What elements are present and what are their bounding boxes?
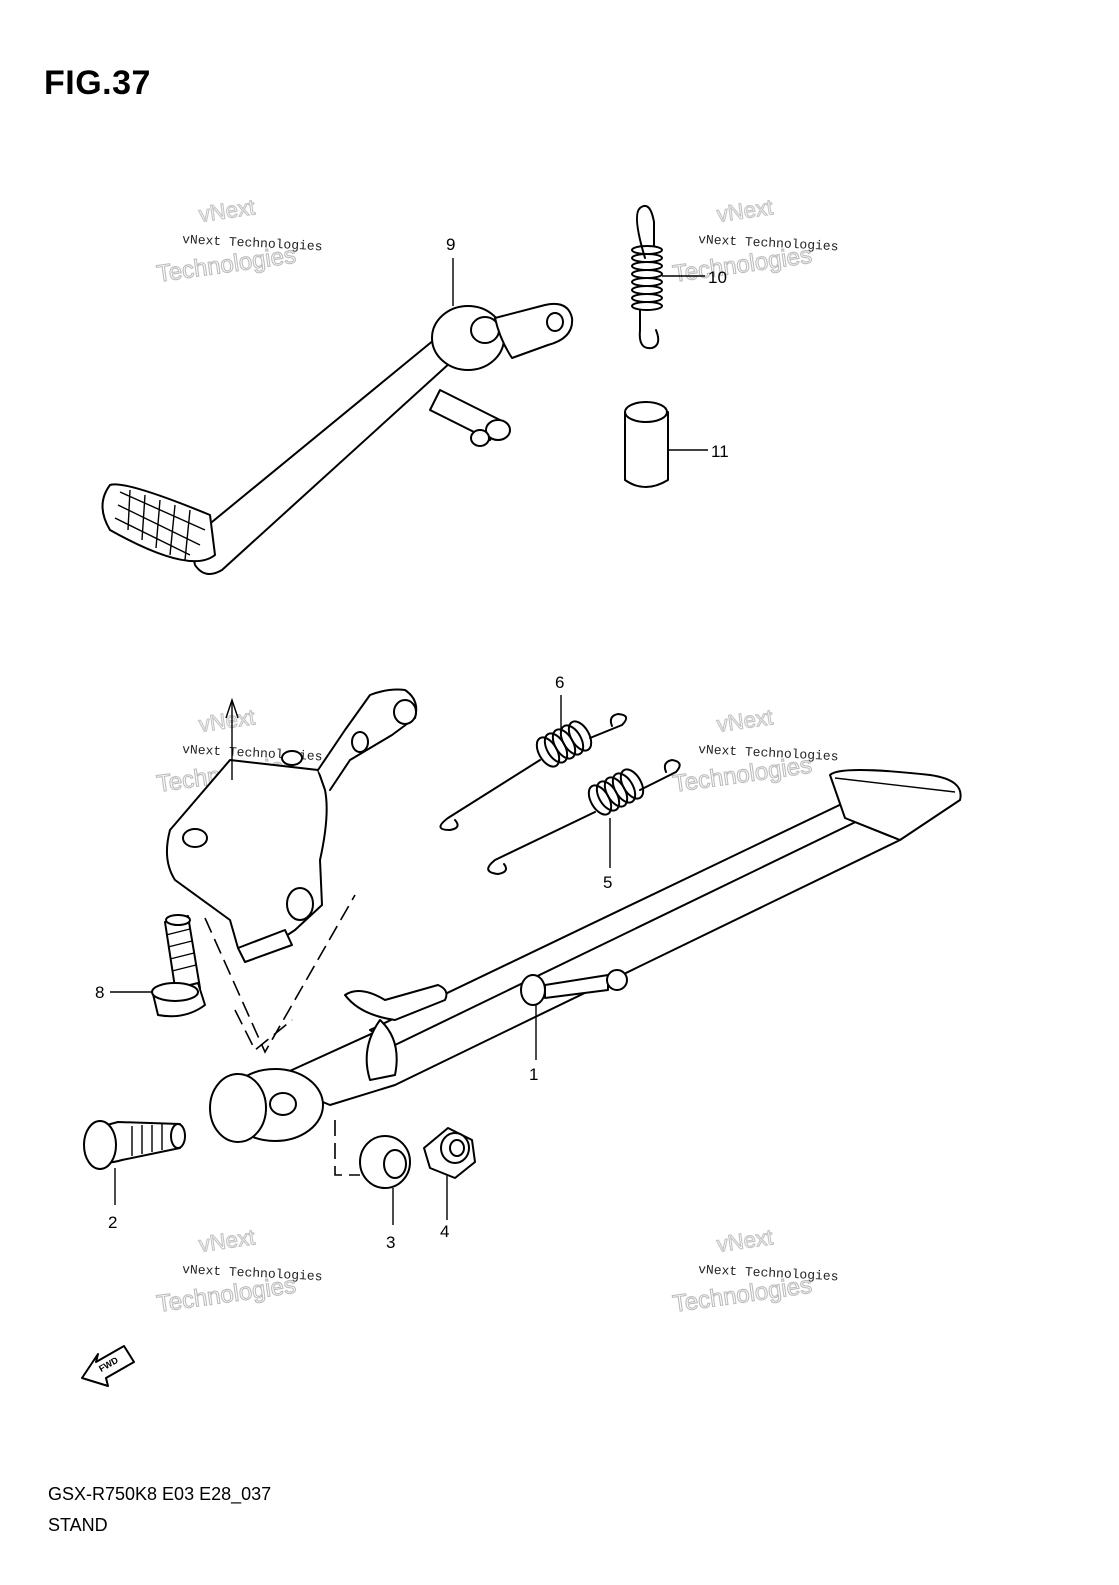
callout-6: 6 — [555, 673, 564, 732]
fwd-arrow-icon: FWD — [81, 1345, 135, 1387]
callout-4: 4 — [440, 1175, 449, 1241]
watermark-bottom-right: vNext vNext Technologies Technologies — [671, 1224, 839, 1319]
group-name: STAND — [48, 1515, 108, 1535]
watermark-top-right: vNext vNext Technologies Technologies — [671, 194, 839, 289]
callout-label: 9 — [446, 235, 455, 254]
callout-11: 11 — [668, 442, 729, 461]
part-stand-spring-inner — [487, 759, 681, 875]
part-stand-spring-outer — [439, 713, 628, 831]
part-brake-pedal — [101, 302, 574, 575]
part-collar — [624, 401, 669, 488]
callout-8: 8 — [95, 983, 153, 1002]
part-return-spring — [631, 204, 663, 350]
watermark-brand: vNext — [715, 704, 774, 737]
watermark-text: vNext Technologies — [182, 1262, 323, 1284]
callout-label: 4 — [440, 1222, 449, 1241]
watermark-brand: vNext — [715, 1224, 774, 1257]
watermark-bottom-left: vNext vNext Technologies Technologies — [155, 1224, 323, 1319]
callout-3: 3 — [386, 1188, 395, 1252]
callout-9: 9 — [446, 235, 455, 306]
part-side-stand — [209, 769, 962, 1143]
part-washer — [359, 1135, 411, 1189]
callout-label: 6 — [555, 673, 564, 692]
watermark-text: vNext Technologies — [698, 232, 839, 254]
watermark-brand: vNext — [197, 704, 256, 737]
watermark-mid-right: vNext vNext Technologies Technologies — [671, 704, 839, 799]
watermark-text: vNext Technologies — [698, 1262, 839, 1284]
callout-label: 11 — [711, 442, 729, 461]
watermark-brand: vNext — [715, 194, 774, 227]
watermark-text: vNext Technologies — [182, 232, 323, 254]
part-stand-bracket — [165, 688, 418, 963]
part-pivot-bolt — [83, 1120, 186, 1170]
callout-label: 3 — [386, 1233, 395, 1252]
part-bolt — [151, 914, 206, 1018]
callout-10: 10 — [662, 268, 727, 287]
callout-1: 1 — [529, 1005, 538, 1084]
callout-label: 8 — [95, 983, 104, 1002]
callout-5: 5 — [603, 818, 612, 892]
watermark-brand: vNext — [197, 1224, 256, 1257]
callout-2: 2 — [108, 1168, 117, 1232]
figure-title: FIG.37 — [44, 64, 151, 102]
watermark-top-left: vNext vNext Technologies Technologies — [155, 194, 323, 289]
callout-label: 10 — [708, 268, 727, 287]
watermark-text: vNext Technologies — [698, 742, 839, 764]
callout-label: 5 — [603, 873, 612, 892]
watermark-brand: vNext — [197, 194, 256, 227]
callout-label: 1 — [529, 1065, 538, 1084]
callout-label: 2 — [108, 1213, 117, 1232]
model-code: GSX-R750K8 E03 E28_037 — [48, 1484, 272, 1504]
part-nut — [423, 1127, 476, 1179]
